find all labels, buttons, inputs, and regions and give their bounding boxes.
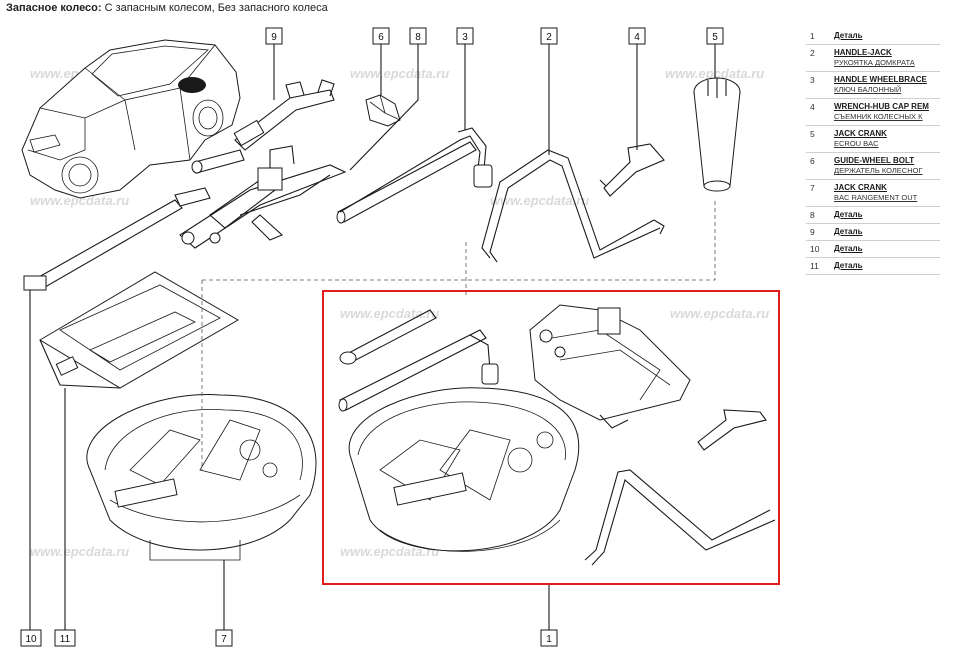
- part-7-drawing: [86, 394, 317, 561]
- part-info: Деталь: [834, 206, 940, 224]
- leader-lines: [29, 44, 716, 632]
- part-name-link[interactable]: Деталь: [834, 244, 863, 253]
- watermark-5: www.epcdata.ru: [490, 193, 589, 208]
- part-info: Деталь: [834, 223, 940, 241]
- part-number: 4: [806, 98, 834, 126]
- car-illustration: [21, 39, 241, 199]
- part-name-link[interactable]: JACK CRANK: [834, 129, 887, 138]
- part-name-link[interactable]: WRENCH-HUB CAP REM: [834, 102, 929, 111]
- part-8-drawing: [336, 141, 477, 224]
- jack-drawing: [23, 145, 347, 291]
- part-number: 1: [806, 28, 834, 45]
- callout-9-label: 9: [271, 32, 277, 43]
- callout-5[interactable]: 5: [706, 27, 724, 45]
- part-5-drawing: [693, 77, 741, 192]
- callout-8[interactable]: 8: [409, 27, 427, 45]
- part-number: 5: [806, 125, 834, 153]
- part-1-assembly: [322, 290, 780, 585]
- callout-11[interactable]: 11: [54, 629, 76, 647]
- callout-6[interactable]: 6: [372, 27, 390, 45]
- watermark-11: www.epcdata.ru: [340, 544, 439, 559]
- callout-3-label: 3: [462, 32, 468, 43]
- part-description-link[interactable]: BAC RANGEMENT OUT: [834, 193, 918, 202]
- part-name-link[interactable]: Деталь: [834, 261, 863, 270]
- part-number: 2: [806, 44, 834, 72]
- callout-1[interactable]: 1: [540, 629, 558, 647]
- callout-4[interactable]: 4: [628, 27, 646, 45]
- part-number: 9: [806, 223, 834, 241]
- header-title: Запасное колесо:: [6, 2, 102, 14]
- header-subtitle: С запасным колесом, Без запасного колеса: [104, 2, 328, 14]
- part-name-link[interactable]: GUIDE-WHEEL BOLT: [834, 156, 915, 165]
- callout-10[interactable]: 10: [20, 629, 42, 647]
- part-name-link[interactable]: JACK CRANK: [834, 183, 887, 192]
- part-number: 10: [806, 240, 834, 258]
- callout-4-label: 4: [634, 32, 640, 43]
- part-info: Деталь: [834, 28, 940, 45]
- callout-7[interactable]: 7: [215, 629, 233, 647]
- part-2-drawing: [481, 149, 665, 263]
- watermark-7: www.epcdata.ru: [670, 306, 769, 321]
- part-number: 11: [806, 257, 834, 275]
- part-4-drawing: [599, 143, 665, 197]
- part-6-drawing: [365, 94, 401, 127]
- part-info: Деталь: [834, 240, 940, 258]
- callout-6-label: 6: [378, 32, 384, 43]
- parts-diagram: www.epcdata.ru www.epcdata.ru www.epcdat…: [20, 27, 780, 647]
- part-description-link[interactable]: КЛЮЧ БАЛОННЫЙ: [834, 85, 902, 94]
- part-name-link[interactable]: HANDLE WHEELBRACE: [834, 75, 927, 84]
- callout-11-label: 11: [60, 634, 71, 645]
- watermark-6: www.epcdata.ru: [340, 306, 439, 321]
- callout-2-label: 2: [546, 32, 552, 43]
- callout-7-label: 7: [221, 634, 227, 645]
- callout-3[interactable]: 3: [456, 27, 474, 45]
- part-description-link[interactable]: ДЕРЖАТЕЛЬ КОЛЕСНОГ: [834, 166, 923, 175]
- part-name-link[interactable]: HANDLE-JACK: [834, 48, 892, 57]
- page-header: Запасное колесо: С запасным колесом, Без…: [6, 2, 328, 14]
- callout-boxes: 9 6 8 3 2 4 5 10 11 7 1: [20, 27, 724, 647]
- part-number: 3: [806, 71, 834, 99]
- watermark-4: www.epcdata.ru: [30, 193, 129, 208]
- part-name-link[interactable]: Деталь: [834, 31, 863, 40]
- watermark-10: www.epcdata.ru: [30, 544, 129, 559]
- part-name-link[interactable]: Деталь: [834, 227, 863, 236]
- part-description-link[interactable]: РУКОЯТКА ДОМКРАТА: [834, 58, 915, 67]
- part-11-drawing: [39, 271, 240, 389]
- part-number: 8: [806, 206, 834, 224]
- callout-2[interactable]: 2: [540, 27, 558, 45]
- callout-1-label: 1: [546, 634, 552, 645]
- part-info: Деталь: [834, 257, 940, 275]
- part-number: 7: [806, 179, 834, 207]
- part-description-link[interactable]: ECROU BAC: [834, 139, 879, 148]
- part-description-link[interactable]: СЪЕМНИК КОЛЕСНЫХ К: [834, 112, 923, 121]
- callout-10-label: 10: [25, 634, 37, 645]
- callout-5-label: 5: [712, 32, 718, 43]
- part-1-highlight-box: [322, 290, 780, 585]
- callout-8-label: 8: [415, 32, 421, 43]
- part-9-drawing: [191, 79, 335, 174]
- watermark-2: www.epcdata.ru: [350, 66, 449, 81]
- callout-9[interactable]: 9: [265, 27, 283, 45]
- part-name-link[interactable]: Деталь: [834, 210, 863, 219]
- part-number: 6: [806, 152, 834, 180]
